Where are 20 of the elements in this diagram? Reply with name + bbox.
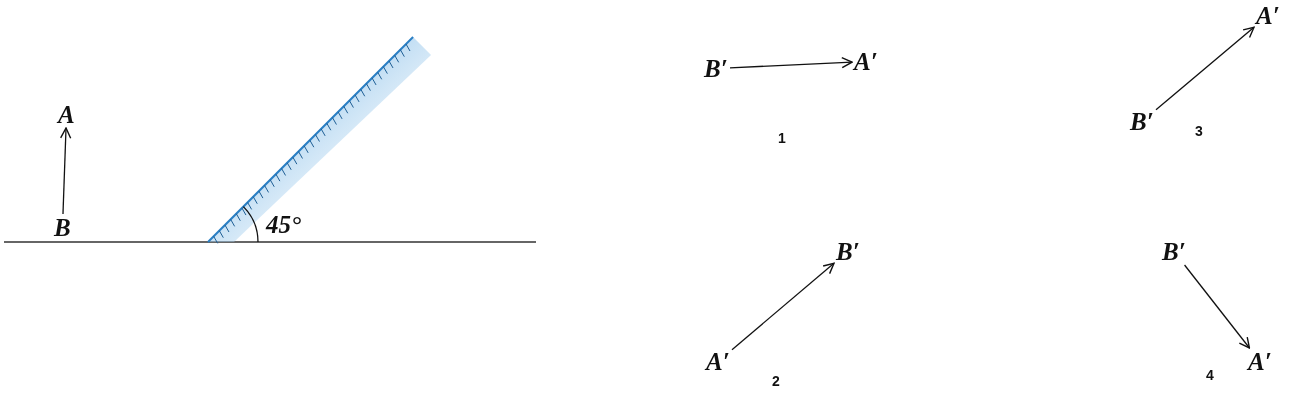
point-label: A′ bbox=[704, 348, 732, 375]
arrow bbox=[59, 127, 72, 215]
arrow bbox=[1183, 264, 1251, 349]
point-label: B′ bbox=[1160, 238, 1188, 265]
point-label: A′ bbox=[1246, 348, 1274, 375]
point-label: B′ bbox=[702, 55, 730, 82]
point-label: A′ bbox=[852, 48, 880, 75]
arrow bbox=[729, 56, 853, 69]
point-label: A′ bbox=[1254, 2, 1282, 29]
point-label: B′ bbox=[1128, 108, 1156, 135]
point-label: B bbox=[52, 214, 73, 241]
option-number: 2 bbox=[772, 374, 780, 388]
option-number: 3 bbox=[1195, 124, 1203, 138]
arrow bbox=[1155, 26, 1255, 111]
option-number: 4 bbox=[1206, 368, 1214, 382]
point-label: A bbox=[56, 101, 77, 128]
angle-label: 45° bbox=[266, 212, 301, 237]
arrow bbox=[731, 262, 835, 351]
option-number: 1 bbox=[778, 131, 786, 145]
point-label: B′ bbox=[834, 238, 862, 265]
